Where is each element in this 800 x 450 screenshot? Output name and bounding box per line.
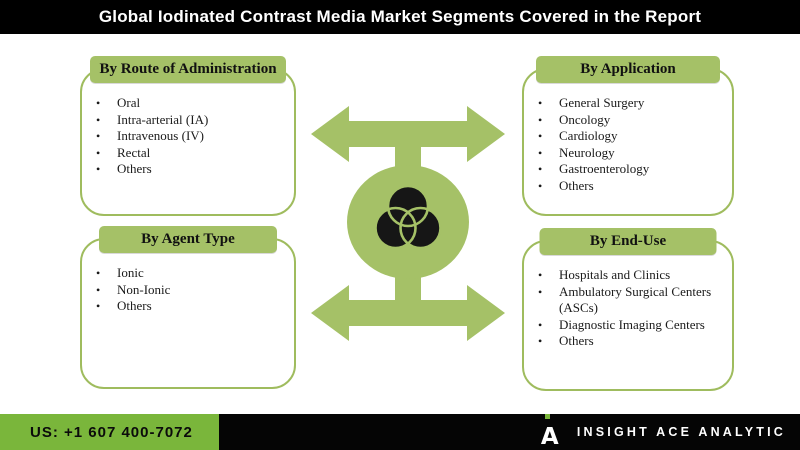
- phone-block: US: +1 607 400-7072: [0, 414, 219, 450]
- bullet-icon: •: [538, 178, 543, 193]
- segment-items-list: • General Surgery • Oncology • Cardiology • Neu…: [524, 95, 732, 194]
- segment-box-header-end-use: By End-Use: [539, 228, 717, 255]
- list-item: • Rectal: [82, 145, 288, 162]
- double-arrow-top-icon: [311, 106, 505, 162]
- segment-item-label: Others: [559, 333, 594, 348]
- bullet-icon: •: [538, 129, 543, 143]
- segment-box-header-route: By Route of Administration: [90, 56, 286, 83]
- list-item: • Gastroenterology: [524, 161, 726, 178]
- bullet-icon: •: [538, 317, 543, 332]
- bullet-icon: •: [538, 96, 543, 110]
- segment-item-label: Neurology: [559, 144, 615, 160]
- segment-box-title: By Route of Administration: [99, 61, 277, 77]
- segment-box-end-use: By End-Use • Hospitals and Clinics • Ambula…: [522, 228, 734, 391]
- segment-box-agent-type: By Agent Type • Ionic • Non-Ionic • Others: [80, 226, 296, 389]
- segment-box-title: By Agent Type: [141, 231, 235, 247]
- title-bar: Global Iodinated Contrast Media Market S…: [0, 0, 800, 34]
- page-title: Global Iodinated Contrast Media Market S…: [98, 7, 702, 26]
- segment-item-label: Oncology: [559, 111, 611, 127]
- segment-item-label: Others: [117, 298, 152, 313]
- segment-item-label: Others: [117, 161, 152, 176]
- bullet-icon: •: [96, 282, 101, 297]
- segment-item-label: Cardiology: [559, 128, 618, 143]
- list-item: • Oncology: [524, 112, 726, 129]
- segment-item-label: General Surgery: [559, 95, 645, 110]
- bullet-icon: •: [538, 112, 543, 127]
- bullet-icon: •: [538, 162, 543, 176]
- segment-box-route-of-administration: By Route of Administration • Oral • Intra-a…: [80, 56, 296, 216]
- segment-items-list: • Ionic • Non-Ionic • Others: [82, 265, 294, 315]
- list-item: • Diagnostic Imaging Centers: [524, 317, 726, 334]
- segment-items-list: • Oral • Intra-arterial (IA) • Intravenous (I…: [82, 95, 294, 178]
- segment-items-list: • Hospitals and Clinics • Ambulatory Surgic…: [524, 267, 732, 350]
- list-item: • Ionic: [82, 265, 288, 282]
- bullet-icon: •: [538, 284, 543, 299]
- center-graphic: [311, 106, 505, 341]
- list-item: • Others: [82, 161, 288, 178]
- list-item: • Neurology: [524, 145, 726, 162]
- brand-name: INSIGHT ACE ANALYTIC: [576, 425, 786, 439]
- segment-item-label: Ambulatory Surgical Centers (ASCs): [559, 283, 712, 316]
- bullet-icon: •: [96, 266, 101, 280]
- segment-item-label: Diagnostic Imaging Centers: [559, 316, 705, 332]
- bullet-icon: •: [96, 96, 101, 110]
- segment-item-label: Oral: [117, 95, 141, 110]
- segment-box-application: By Application • General Surgery • Oncology…: [522, 56, 734, 216]
- segment-item-label: Rectal: [117, 144, 151, 160]
- phone-number: US: +1 607 400-7072: [30, 423, 193, 441]
- footer-bar: US: +1 607 400-7072 A INSIGHT ACE ANALYT…: [0, 414, 800, 450]
- bullet-icon: •: [96, 145, 101, 160]
- bullet-icon: •: [538, 334, 543, 348]
- bullet-icon: •: [538, 145, 543, 160]
- list-item: • Others: [524, 333, 726, 350]
- double-arrow-bottom-icon: [311, 285, 505, 341]
- segment-item-label: Others: [559, 177, 594, 193]
- list-item: • General Surgery: [524, 95, 726, 112]
- segment-item-label: Ionic: [117, 265, 144, 280]
- segment-item-label: Gastroenterology: [559, 161, 650, 176]
- segment-box-header-agent-type: By Agent Type: [99, 226, 277, 253]
- insight-ace-logo-icon: A: [540, 414, 563, 450]
- segment-box-header-application: By Application: [536, 56, 720, 83]
- bullet-icon: •: [96, 162, 101, 176]
- segment-box-title: By End-Use: [589, 233, 667, 249]
- list-item: • Others: [82, 298, 288, 315]
- bullet-icon: •: [96, 112, 101, 127]
- list-item: • Non-Ionic: [82, 282, 288, 299]
- logo-dot-icon: [544, 414, 550, 419]
- segment-item-label: Hospitals and Clinics: [559, 267, 671, 282]
- segment-item-label: Intravenous (IV): [117, 128, 204, 143]
- list-item: • Ambulatory Surgical Centers (ASCs): [524, 284, 726, 317]
- list-item: • Hospitals and Clinics: [524, 267, 726, 284]
- list-item: • Intravenous (IV): [82, 128, 288, 145]
- list-item: • Others: [524, 178, 726, 195]
- list-item: • Oral: [82, 95, 288, 112]
- bullet-icon: •: [538, 268, 543, 282]
- segment-item-label: Non-Ionic: [117, 281, 171, 297]
- list-item: • Cardiology: [524, 128, 726, 145]
- segment-item-label: Intra-arterial (IA): [117, 111, 209, 127]
- segment-box-title: By Application: [580, 61, 676, 77]
- list-item: • Intra-arterial (IA): [82, 112, 288, 129]
- brand-block: A INSIGHT ACE ANALYTIC: [541, 414, 800, 450]
- bullet-icon: •: [96, 129, 101, 143]
- bullet-icon: •: [96, 299, 101, 313]
- venn-diagram-icon: [374, 184, 442, 250]
- logo-letter-a: A: [540, 424, 559, 450]
